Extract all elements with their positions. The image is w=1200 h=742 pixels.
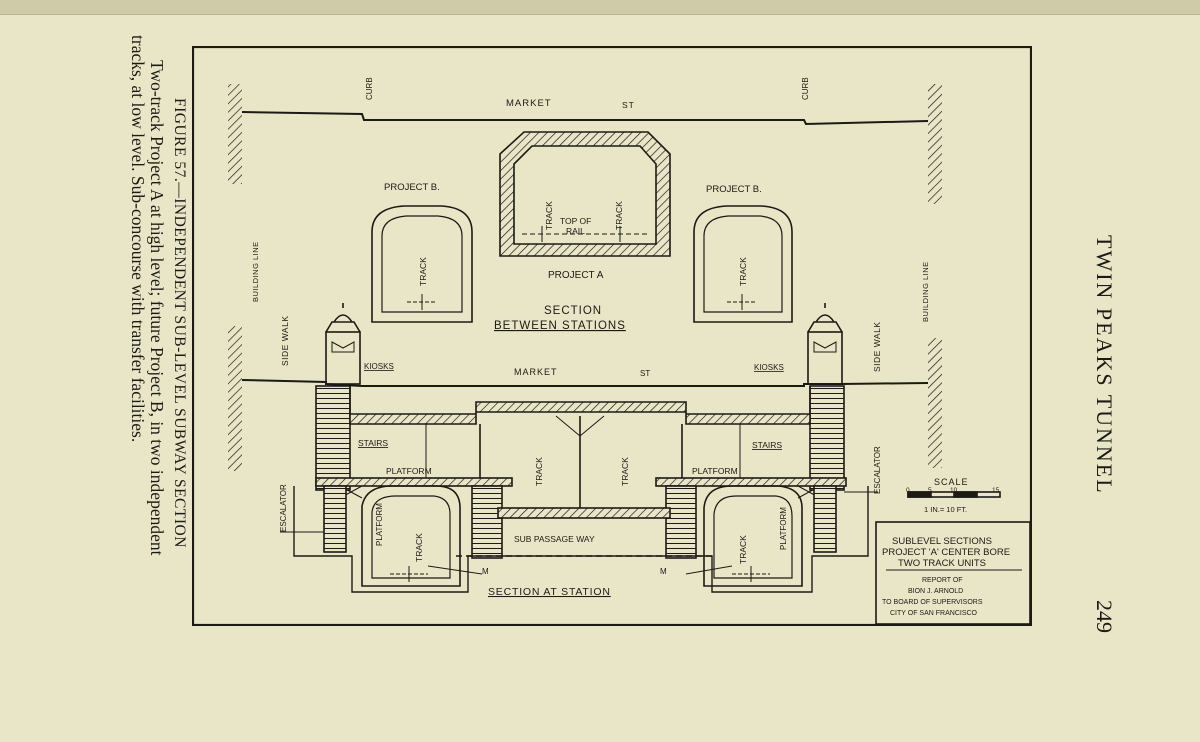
title-block-line-7: CITY OF SAN FRANCISCO [890,610,978,617]
rail-label: RAIL [566,226,585,236]
market-street-upper-label: MARKET [506,98,552,109]
st-upper-label: ST [622,100,635,110]
platform-station-left-label: PLATFORM [375,503,384,546]
scale-tick-5: 5 [928,487,932,494]
project-b-left-tunnel [371,205,473,323]
title-block-line-4: REPORT OF [922,577,963,584]
running-head: TWIN PEAKS TUNNEL [1092,235,1117,495]
track-station-left-label: TRACK [414,533,424,562]
m-right-label: M [660,567,667,576]
top-of-label: TOP OF [560,216,591,226]
scale-label: SCALE [934,477,969,487]
title-block-line-6: TO BOARD OF SUPERVISORS [882,599,983,606]
side-walk-left-label: SIDE WALK [280,316,290,366]
title-block-line-1: SUBLEVEL SECTIONS [892,536,992,547]
track-b-right-label: TRACK [738,257,748,286]
right-escalator [813,485,837,553]
track-a-right-label: TRACK [614,201,624,230]
section-between-label-2: BETWEEN STATIONS [494,320,626,332]
track-station-center-right-label: TRACK [620,457,630,486]
left-kiosk [325,303,361,385]
building-line-right-label: BUILDING LINE [921,261,930,322]
kiosks-left-label: KIOSKS [364,362,394,371]
scale-note: 1 IN.= 10 FT. [924,505,967,514]
track-a-left-label: TRACK [544,201,554,230]
left-escalator [323,485,347,553]
figure-caption-title: FIGURE 57.—INDEPENDENT SUB-LEVEL SUBWAY … [171,98,188,548]
figure-caption-line-1: Two-track Project A at high level; futur… [147,60,167,556]
platform-right-label: PLATFORM [692,466,738,476]
scale-tick-0: 0 [906,487,910,494]
left-station-tunnel [361,485,461,587]
building-line-left-label: BUILDING LINE [251,241,260,302]
section-between-label-1: SECTION [544,305,602,317]
stairs-right-label: STAIRS [752,440,782,450]
right-station-tunnel [703,485,803,587]
kiosks-right-label: KIOSKS [754,363,784,372]
track-b-left-label: TRACK [418,257,428,286]
escalator-right-label: ESCALATOR [873,446,882,494]
market-street-upper-line [241,111,929,126]
left-building-wall-upper [228,84,242,184]
right-building-wall-lower [928,338,942,468]
scale-tick-10: 10 [950,487,958,494]
st-lower-label: ST [640,369,650,378]
scale-tick-15: 15 [992,487,1000,494]
left-stairs-shaft [315,385,351,491]
title-block-line-3: TWO TRACK UNITS [898,558,986,569]
title-block [875,521,1031,625]
right-passage-wall [665,485,697,559]
right-kiosk [807,303,843,385]
title-block-line-5: BION J. ARNOLD [908,588,963,595]
left-building-wall-lower [228,326,242,471]
right-building-wall-upper [928,84,942,204]
stairs-left-label: STAIRS [358,438,388,448]
previous-page-edge [0,0,1200,15]
project-a-label: PROJECT A [548,270,604,281]
figure-caption-line-2: tracks, at low level. Sub-concourse with… [128,35,148,443]
m-left-label: M [482,567,489,576]
curb-left-label: CURB [365,77,374,100]
section-at-station-label: SECTION AT STATION [488,586,611,598]
left-passage-wall [471,485,503,559]
escalator-left-label: ESCALATOR [279,484,288,532]
subway-section-drawing: MARKET ST CURB CURB PROJECT B. PROJECT B… [192,46,1032,626]
project-b-right-tunnel [693,205,793,323]
market-street-lower-line [241,379,929,387]
sub-passage-way-label: SUB PASSAGE WAY [514,534,595,544]
sub-passage-roof [497,507,671,519]
project-b-left-label: PROJECT B. [384,182,440,193]
side-walk-right-label: SIDE WALK [872,322,882,372]
platform-station-right-label: PLATFORM [779,507,788,550]
station-roof-slab [349,401,811,425]
scale-bar [907,491,1001,498]
page-number: 249 [1092,600,1117,633]
market-street-lower-label: MARKET [514,367,558,377]
right-stairs-shaft [809,385,845,491]
platform-left-label: PLATFORM [386,466,432,476]
title-block-line-2: PROJECT 'A' CENTER BORE [882,547,1010,558]
left-platform [315,477,513,487]
track-station-center-left-label: TRACK [534,457,544,486]
curb-right-label: CURB [801,77,810,100]
station-envelope [293,486,869,593]
drawing-border [192,46,1032,626]
right-platform [655,477,847,487]
track-station-right-label: TRACK [738,535,748,564]
project-b-right-label: PROJECT B. [706,184,762,195]
